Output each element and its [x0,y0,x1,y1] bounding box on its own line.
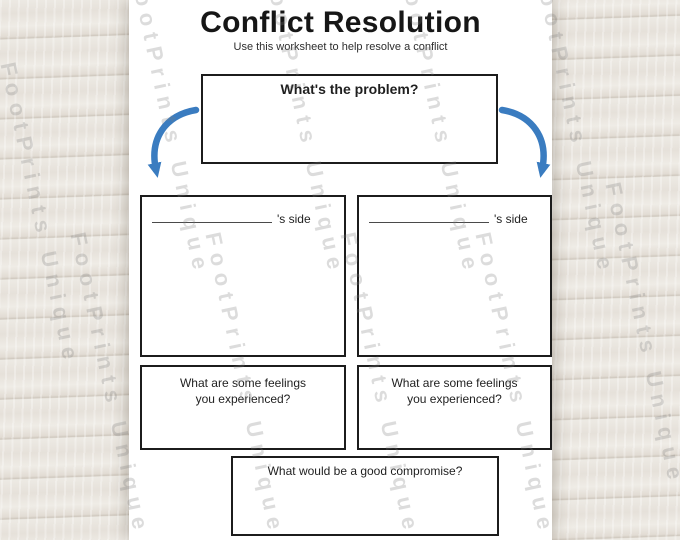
left-side-box: 's side [140,195,346,357]
side-label: 's side [277,212,311,226]
feelings-box-right: What are some feelings you experienced? [357,365,552,450]
right-side-box: 's side [357,195,552,357]
right-side-header: 's side [359,197,550,226]
left-side-header: 's side [142,197,344,226]
feelings-label: What are some feelings you experienced? [179,376,307,407]
problem-box-label: What's the problem? [280,81,419,97]
compromise-box: What would be a good compromise? [231,456,499,536]
name-blank-line [152,211,272,223]
feelings-box-left: What are some feelings you experienced? [140,365,346,450]
problem-box: What's the problem? [201,74,498,164]
compromise-label: What would be a good compromise? [267,464,463,478]
name-blank-line [369,211,489,223]
worksheet-title: Conflict Resolution [200,6,481,39]
worksheet-subtitle: Use this worksheet to help resolve a con… [233,41,448,53]
feelings-label: What are some feelings you experienced? [391,376,518,407]
side-label: 's side [494,212,528,226]
